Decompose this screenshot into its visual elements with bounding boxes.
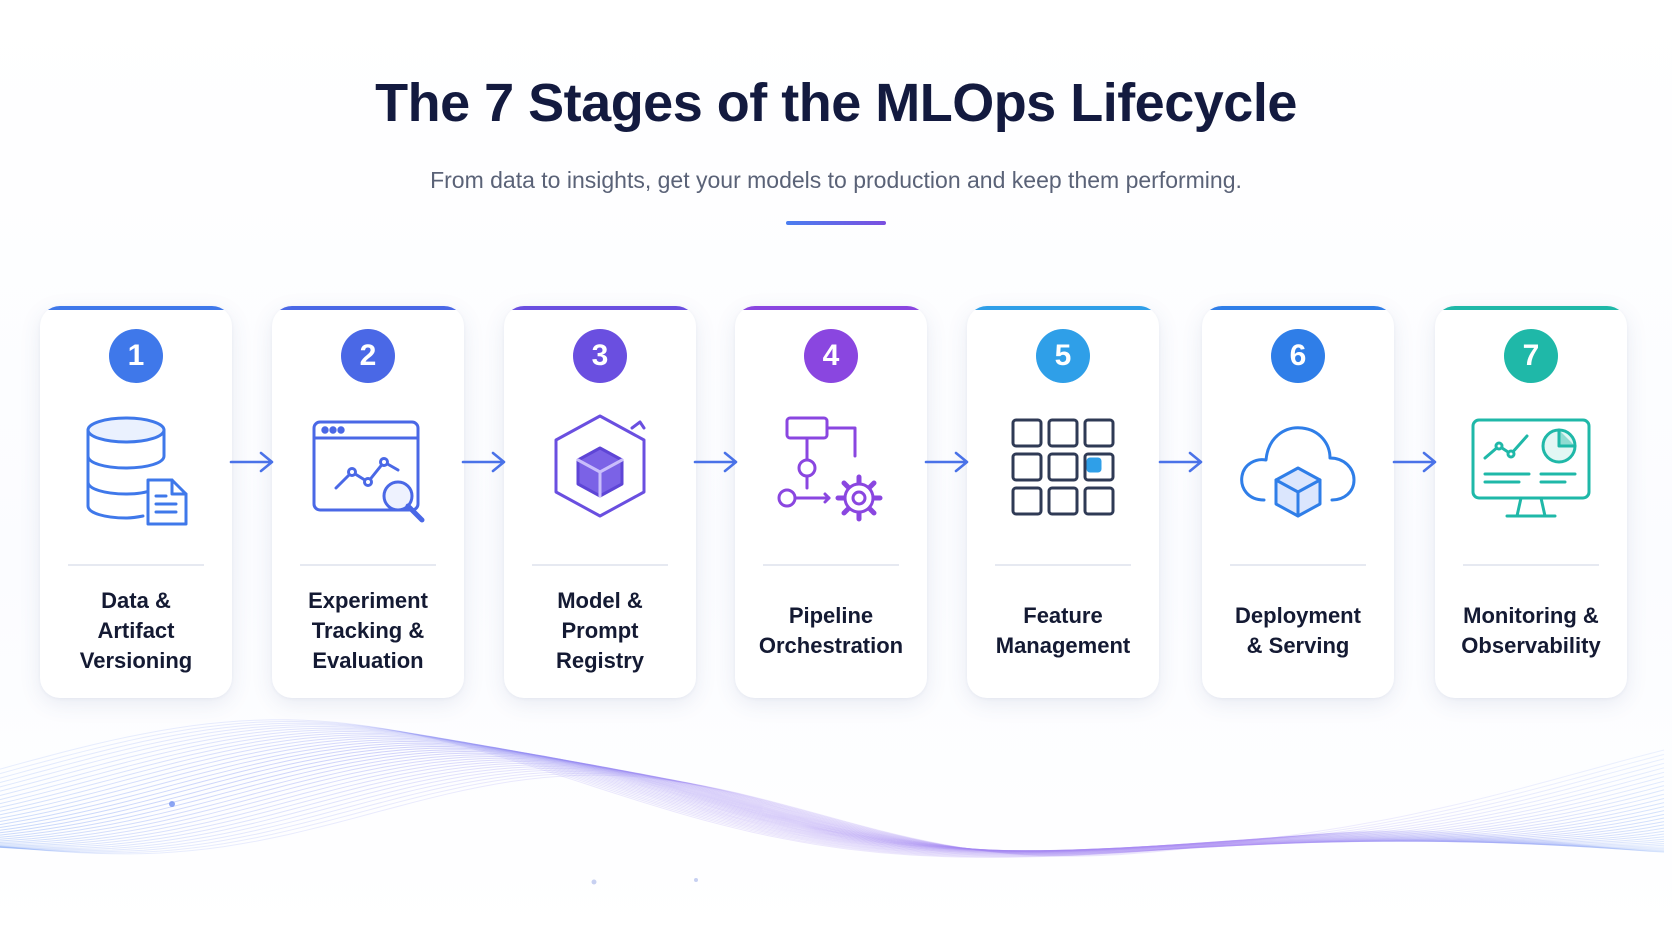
card-separator: [1463, 564, 1599, 566]
card-accent-bar: [967, 306, 1159, 310]
cloud-cube-icon: [1238, 408, 1358, 528]
card-accent-bar: [272, 306, 464, 310]
monitor-dashboard-icon: [1471, 408, 1591, 528]
title-divider: [786, 221, 886, 225]
arrow-right-icon: [924, 451, 969, 473]
feature-grid-icon: [1003, 408, 1123, 528]
stage-label: Monitoring & Observability: [1461, 603, 1601, 658]
card-separator: [763, 564, 899, 566]
arrow-right-icon: [461, 451, 506, 473]
card-accent-bar: [504, 306, 696, 310]
stage-label: Model & Prompt Registry: [555, 588, 645, 673]
stage-number-badge: 3: [573, 329, 627, 383]
chart-magnifier-icon: [308, 408, 428, 528]
database-document-icon: [76, 408, 196, 528]
stage-label: Pipeline Orchestration: [758, 603, 904, 658]
arrow-right-icon: [1158, 451, 1202, 473]
stage-number-badge: 6: [1271, 329, 1325, 383]
stage-label: Deployment & Serving: [1235, 603, 1361, 658]
flowchart-gear-icon: [771, 408, 891, 528]
card-separator: [532, 564, 668, 566]
arrow-right-icon: [1392, 451, 1436, 473]
arrow-right-icon: [693, 451, 737, 473]
stage-number-badge: 2: [341, 329, 395, 383]
page-title: The 7 Stages of the MLOps Lifecycle: [375, 73, 1297, 133]
stage-label: Experiment Tracking & Evaluation: [308, 588, 428, 673]
stage-number-badge: 4: [804, 329, 858, 383]
card-accent-bar: [1435, 306, 1627, 310]
arrow-right-icon: [229, 451, 274, 473]
stage-number-badge: 7: [1504, 329, 1558, 383]
stage-label: Feature Management: [995, 603, 1131, 658]
card-separator: [995, 564, 1131, 566]
stage-number-badge: 5: [1036, 329, 1090, 383]
card-separator: [1230, 564, 1366, 566]
card-separator: [300, 564, 436, 566]
decorative-waves: [0, 719, 1665, 885]
card-accent-bar: [40, 306, 232, 310]
card-accent-bar: [1202, 306, 1394, 310]
card-accent-bar: [735, 306, 927, 310]
page-subtitle: From data to insights, get your models t…: [430, 167, 1242, 193]
card-separator: [68, 564, 204, 566]
stage-label: Data & Artifact Versioning: [79, 588, 193, 673]
stage-number-badge: 1: [109, 329, 163, 383]
cube-box-icon: [540, 408, 660, 528]
